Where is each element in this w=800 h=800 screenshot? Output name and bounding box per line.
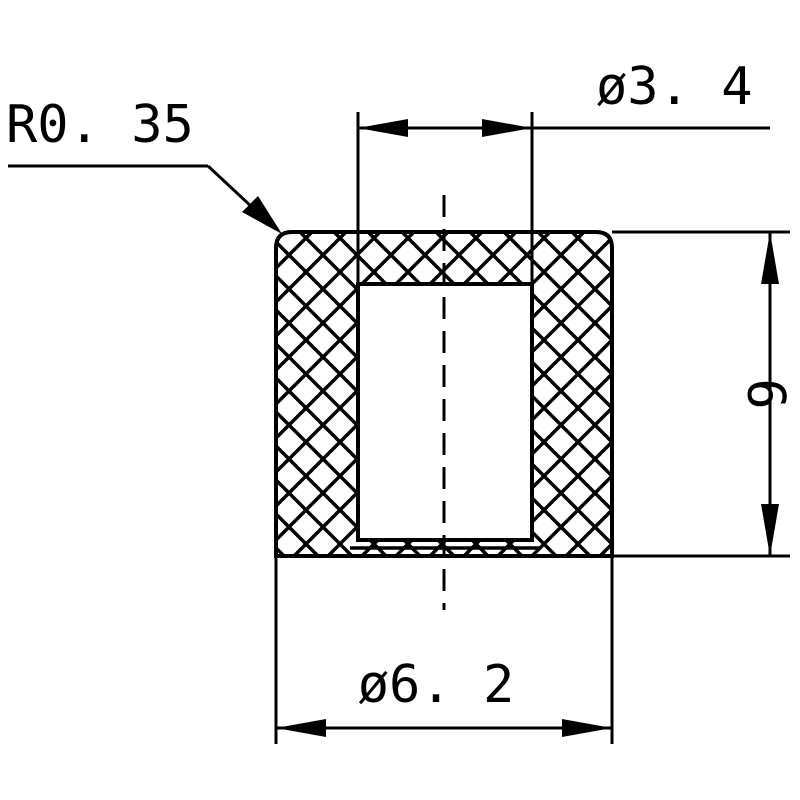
outer-diameter-arrow-right (562, 719, 612, 737)
radius-arrow (242, 196, 282, 234)
inner-diameter-arrow-right (482, 119, 532, 137)
outer-diameter-dimension: ø6. 2 (274, 556, 614, 744)
height-arrow-top (761, 232, 779, 284)
inner-diameter-label: ø3. 4 (596, 57, 753, 117)
radius-dimension: R0. 35 (6, 95, 282, 234)
radius-label: R0. 35 (6, 95, 194, 155)
outer-diameter-arrow-left (276, 719, 326, 737)
inner-diameter-arrow-left (358, 119, 408, 137)
outer-diameter-label: ø6. 2 (358, 655, 515, 715)
inner-diameter-dimension: ø3. 4 (356, 57, 770, 284)
height-label: 6 (735, 378, 795, 409)
height-arrow-bottom (761, 504, 779, 556)
height-dimension: 6 (612, 230, 795, 558)
